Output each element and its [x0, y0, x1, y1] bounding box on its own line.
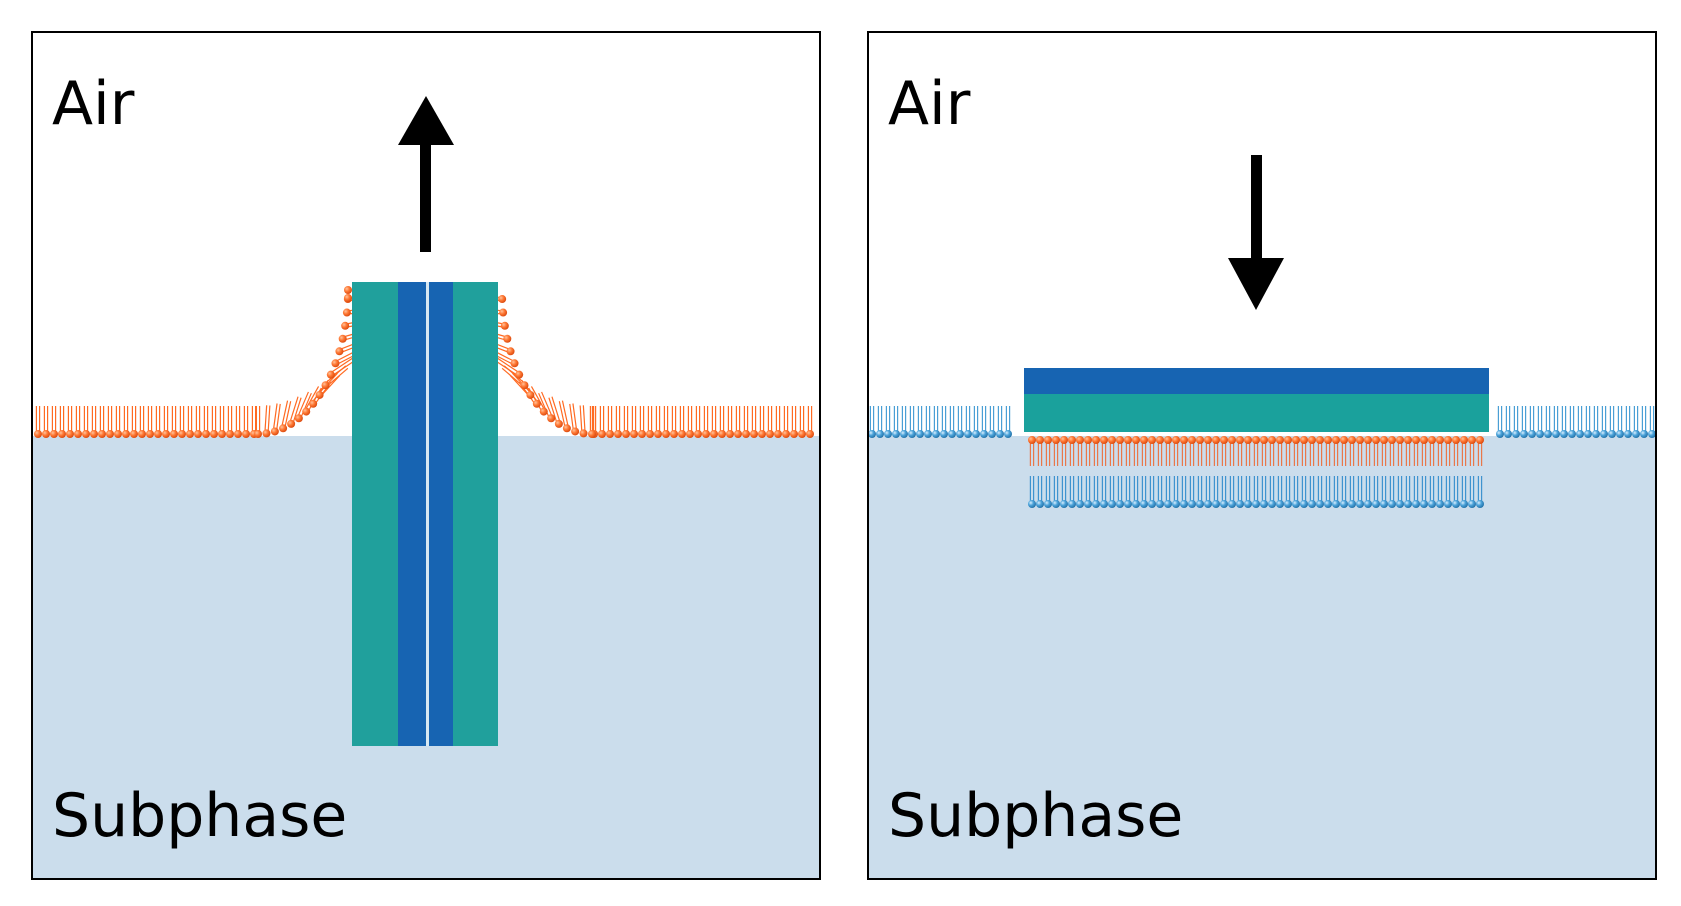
right-monolayer-right — [1496, 406, 1656, 438]
right-subphase — [868, 436, 1656, 879]
right-substrate — [1024, 368, 1489, 432]
left-substrate — [352, 282, 498, 746]
transferred-layer-orange — [1028, 436, 1484, 466]
left-panel: Air Subphase — [31, 31, 821, 880]
left-subphase-label: Subphase — [52, 781, 347, 851]
up-arrow-icon — [398, 96, 454, 252]
right-air-label: Air — [888, 69, 971, 139]
down-arrow-icon — [1228, 155, 1284, 310]
left-monolayer-left — [34, 286, 376, 438]
left-panel-border — [31, 31, 821, 880]
right-subphase-label: Subphase — [888, 781, 1183, 851]
transferred-layer-blue — [1028, 476, 1484, 508]
left-air-label: Air — [52, 69, 135, 139]
right-panel: Air Subphase — [867, 31, 1657, 880]
right-panel-border — [867, 31, 1657, 880]
left-monolayer-right — [474, 295, 814, 438]
right-monolayer-left — [868, 406, 1012, 438]
